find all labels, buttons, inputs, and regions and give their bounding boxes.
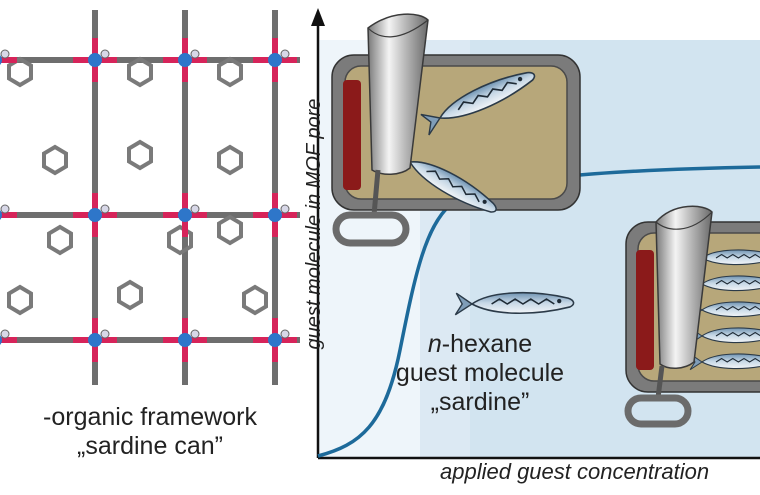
sardine-can-full-icon: [624, 205, 760, 428]
mof-caption: -organic framework „sardine can”: [0, 403, 300, 461]
x-axis-label: applied guest concentration: [440, 459, 710, 484]
sardine-can-partial-icon: [331, 13, 581, 247]
guest-caption-line2: guest molecule: [395, 359, 565, 387]
mof-caption-line2: „sardine can”: [77, 432, 223, 460]
guest-caption-italic-n: n: [427, 330, 442, 358]
adsorption-curve: [317, 165, 760, 458]
y-axis-label: guest molecule in MOF pore: [303, 98, 325, 350]
mof-lattice-graphic: [0, 10, 300, 385]
guest-caption-line1: n-hexane: [330, 330, 630, 359]
guest-caption: n-hexane guest molecule „sardine”: [330, 330, 630, 417]
guest-caption-line3: „sardine”: [430, 388, 530, 416]
plot-axes: [311, 8, 760, 460]
guest-caption-hexane: -hexane: [441, 330, 533, 358]
mof-caption-line1: -organic framework: [43, 403, 257, 431]
